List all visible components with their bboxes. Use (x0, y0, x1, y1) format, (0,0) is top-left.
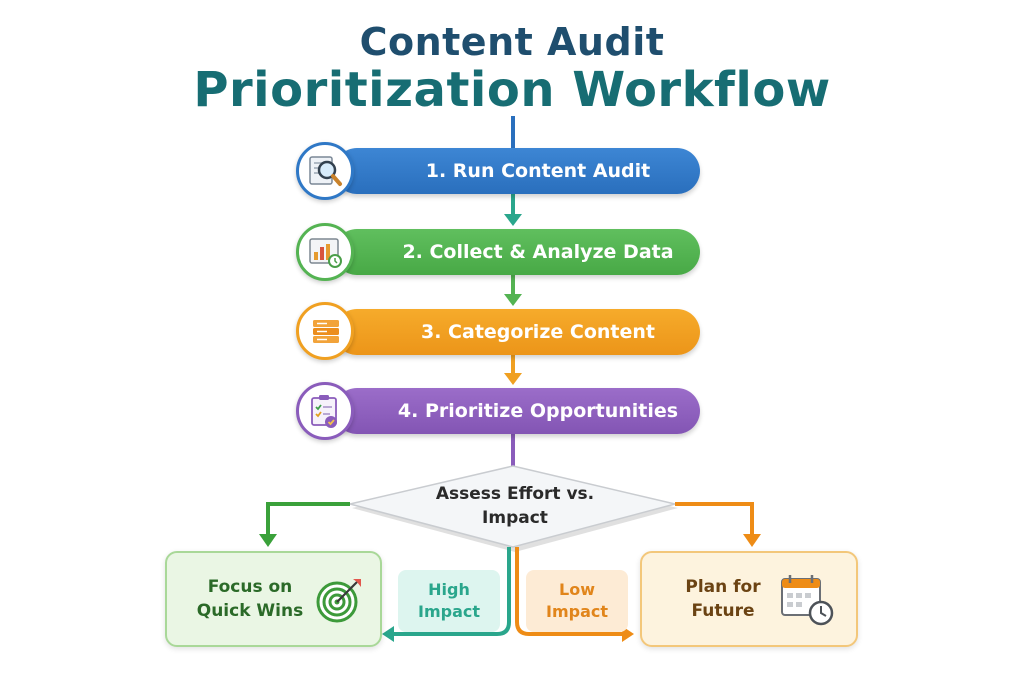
quick-wins-line-2: Quick Wins (196, 601, 304, 621)
low-impact-line-1: Low (559, 580, 595, 599)
low-impact-tag: Low Impact (526, 570, 628, 632)
plan-future-box: Plan for Future (640, 551, 858, 647)
high-impact-tag: High Impact (398, 570, 500, 632)
magnifier-document-icon (309, 156, 342, 186)
bar-chart-clock-icon (309, 238, 342, 268)
step-2-label: 2. Collect & Analyze Data (402, 241, 674, 263)
high-impact-line-2: Impact (417, 602, 480, 621)
target-icon (316, 579, 361, 623)
step-3-label: 3. Categorize Content (421, 321, 655, 343)
step-4-label: 4. Prioritize Opportunities (397, 400, 679, 422)
step-1-label: 1. Run Content Audit (425, 160, 651, 182)
step-1-icon-badge (296, 142, 354, 200)
step-4-icon-badge (296, 382, 354, 440)
step-2-icon-badge (296, 223, 354, 281)
high-impact-line-1: High (428, 580, 470, 599)
step-3-bar: 3. Categorize Content (334, 309, 700, 355)
step-4-bar: 4. Prioritize Opportunities (334, 388, 700, 434)
quick-wins-box: Focus on Quick Wins (165, 551, 382, 647)
plan-future-line-1: Plan for (685, 577, 761, 597)
quick-wins-line-1: Focus on (207, 577, 293, 597)
clipboard-checklist-icon (311, 395, 337, 428)
arrowhead-1-2 (504, 214, 522, 226)
title-line-1: Content Audit (359, 20, 665, 64)
branch-left-arrowhead (259, 534, 277, 547)
step-1-bar: 1. Run Content Audit (334, 148, 700, 194)
quick-wins-label: Focus on Quick Wins (185, 575, 315, 623)
plan-future-label: Plan for Future (668, 575, 778, 623)
arrowhead-2-3 (504, 294, 522, 306)
high-impact-line (392, 547, 511, 636)
high-impact-arrowhead (382, 626, 394, 642)
calendar-clock-icon (781, 575, 834, 626)
step-3-icon-badge (296, 302, 354, 360)
branch-right-line (675, 502, 754, 536)
branch-right-arrowhead (743, 534, 761, 547)
step-2-bar: 2. Collect & Analyze Data (334, 229, 700, 275)
arrowhead-3-4 (504, 373, 522, 385)
title-line-2: Prioritization Workflow (193, 62, 831, 118)
decision-label: Assess Effort vs. Impact (400, 482, 630, 530)
decision-diamond (349, 465, 676, 548)
branch-left-line (266, 502, 350, 536)
low-impact-line-2: Impact (545, 602, 608, 621)
plan-future-line-2: Future (691, 601, 755, 621)
decision-line-1: Assess Effort vs. (435, 484, 595, 504)
decision-line-2: Impact (482, 508, 548, 528)
low-impact-line (515, 547, 624, 636)
stacked-folders-icon (313, 320, 339, 343)
